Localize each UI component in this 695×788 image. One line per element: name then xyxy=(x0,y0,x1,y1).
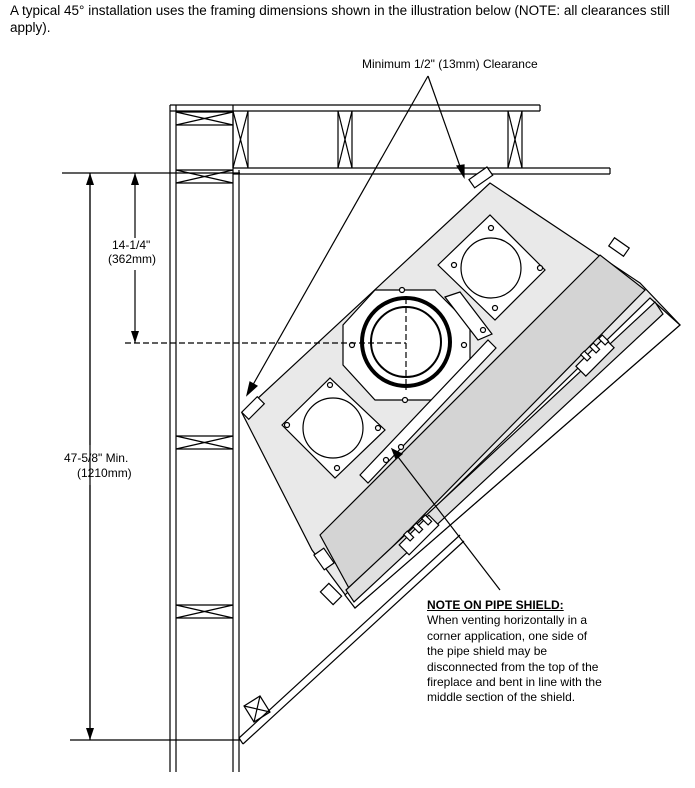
note-line: middle section of the shield. xyxy=(427,690,576,705)
dimension-lines xyxy=(62,172,407,741)
pipe-shield-note: NOTE ON PIPE SHIELD: When venting horizo… xyxy=(427,598,657,706)
note-line: disconnected from the top of the xyxy=(427,659,599,674)
vent-collar-lower xyxy=(281,377,386,479)
pipe-shield xyxy=(359,291,497,484)
dimension-bottom-metric: (1210mm) xyxy=(77,466,132,480)
fireplace-appliance xyxy=(240,166,681,609)
dimension-top-imperial: 14-1/4" xyxy=(112,238,151,252)
note-line: fireplace and bent in line with the xyxy=(427,675,602,690)
diagonal-wall xyxy=(238,534,465,745)
note-line: When venting horizontally in a xyxy=(427,613,588,628)
note-line: the pipe shield may be xyxy=(427,644,548,659)
left-wall-framing xyxy=(169,105,240,772)
intro-text: A typical 45° installation uses the fram… xyxy=(10,3,670,35)
control-panel-lower xyxy=(398,514,440,556)
dimension-bottom-imperial: 47-5/8" Min. xyxy=(64,451,129,465)
top-wall-framing xyxy=(170,104,611,175)
clearance-label: Minimum 1/2" (13mm) Clearance xyxy=(362,57,538,71)
dimension-arrowheads xyxy=(86,173,139,740)
note-title: NOTE ON PIPE SHIELD: xyxy=(427,598,564,612)
dimension-top-metric: (362mm) xyxy=(108,252,157,266)
note-line: corner application, one side of xyxy=(427,628,588,643)
vent-collar-upper xyxy=(437,214,546,321)
control-panel-upper xyxy=(575,334,615,377)
leader-lines xyxy=(245,75,501,591)
